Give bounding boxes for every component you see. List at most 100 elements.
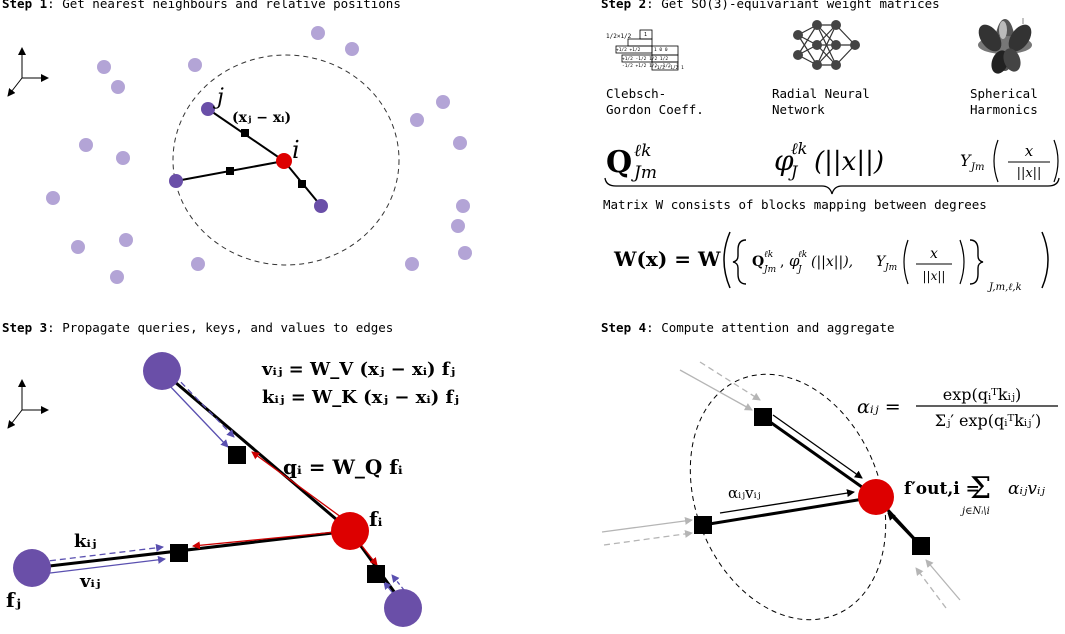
spherical-harmonics-icon	[978, 18, 1032, 74]
step1-edge-nodes	[226, 129, 306, 188]
cg-table-text: +1/2 -1/2 1/2 1/2	[622, 56, 668, 62]
grouping-brace	[604, 177, 1060, 195]
edge-node	[226, 167, 234, 175]
step4-title: : Compute attention and aggregate	[646, 320, 894, 335]
axes-icon	[7, 379, 49, 429]
svg-text:J: J	[796, 265, 803, 275]
step4-label: Step 4	[601, 320, 646, 335]
neighbour-point	[116, 151, 130, 165]
incoming-arrow	[603, 529, 693, 546]
step3-panel: Step 3: Propagate queries, keys, and val…	[2, 320, 459, 627]
step2-heading: Step 2: Get SO(3)-equivariant weight mat…	[601, 0, 940, 11]
edge-node	[241, 129, 249, 137]
center-node-i	[331, 512, 369, 550]
w-formula-subscript: J,m,ℓ,k	[987, 282, 1022, 293]
neighbour-point	[345, 42, 359, 56]
neighbour-node	[384, 589, 422, 627]
relative-position-label: (xⱼ − xᵢ)	[232, 110, 291, 126]
step1-heading: Step 1: Get nearest neighbours and relat…	[2, 0, 401, 11]
svg-text:,: ,	[780, 254, 784, 270]
step4-edges	[702, 415, 923, 548]
step2-label: Step 2	[601, 0, 646, 11]
edge-line	[762, 415, 877, 499]
step3-label: Step 3	[2, 320, 47, 335]
edge-line	[31, 529, 351, 570]
neighbour-point	[451, 219, 465, 233]
neighbour-node-j	[201, 102, 215, 116]
neighbour-point	[110, 270, 124, 284]
cg-table-text: 1 0 0	[654, 47, 668, 53]
value-edge-label: vᵢⱼ	[79, 571, 100, 592]
nn-symbol: φ	[774, 144, 794, 177]
step2-panel: Step 2: Get SO(3)-equivariant weight mat…	[601, 0, 1060, 293]
cg-table-text: 1	[644, 32, 647, 38]
neighbour-point	[97, 60, 111, 74]
edge-node	[170, 544, 188, 562]
svg-text:Jm: Jm	[762, 265, 776, 275]
query-arrow	[192, 531, 337, 550]
edge-node	[298, 180, 306, 188]
svg-text:φ: φ	[789, 252, 800, 270]
cg-superscript: ℓk	[634, 141, 651, 161]
key-arrow	[39, 543, 164, 563]
nn-argument: (||x||)	[814, 147, 884, 177]
cg-label-line2: Gordon Coeff.	[606, 102, 704, 117]
axes-icon	[7, 47, 49, 97]
neighbour-node	[314, 199, 328, 213]
svg-text:Jm: Jm	[883, 263, 897, 273]
neighbour-point	[453, 136, 467, 150]
cg-formula: Q ℓk Jm	[606, 141, 657, 183]
fj-label: fⱼ	[6, 588, 21, 612]
step2-caption: Matrix W consists of blocks mapping betw…	[603, 197, 987, 212]
attention-formula: αᵢⱼ = exp(qᵢᵀkᵢⱼ) Σⱼ′ exp(qᵢᵀkᵢⱼ′)	[857, 385, 1058, 430]
attention-denominator: Σⱼ′ exp(qᵢᵀkᵢⱼ′)	[935, 411, 1041, 430]
neighbour-point	[188, 58, 202, 72]
neighbour-point	[458, 246, 472, 260]
neighbour-point	[456, 199, 470, 213]
fi-label: fᵢ	[369, 507, 383, 531]
message-arrow	[887, 512, 915, 541]
step4-panel: Step 4: Compute attention and aggregate …	[601, 320, 1058, 621]
w-formula-lhs: W(x) = W	[613, 247, 721, 271]
aggregation-lhs: f′out,i =	[904, 479, 980, 499]
neighbour-point	[191, 257, 205, 271]
nn-superscript: ℓk	[791, 139, 807, 158]
node-i-label: i	[292, 136, 300, 164]
neighbour-point	[119, 233, 133, 247]
query-arrow	[361, 545, 378, 566]
aggregation-sum-subscript: j∈Nᵢ\i	[960, 506, 990, 517]
attention-numerator: exp(qᵢᵀkᵢⱼ)	[943, 385, 1022, 404]
message-arrow	[772, 414, 863, 479]
svg-text:Y: Y	[876, 254, 887, 270]
neighbour-point	[111, 80, 125, 94]
key-arrow	[173, 374, 235, 438]
nn-formula: φ ℓk J (||x||)	[774, 139, 884, 181]
key-arrow	[391, 574, 405, 591]
value-arrow	[167, 383, 229, 448]
svg-text:(||x||),: (||x||),	[811, 254, 853, 270]
message-edge-label: αᵢⱼvᵢⱼ	[728, 484, 761, 502]
nn-subscript: J	[788, 162, 799, 181]
neighbour-node-j	[13, 549, 51, 587]
step2-title: : Get SO(3)-equivariant weight matrices	[646, 0, 940, 11]
sh-symbol: Y	[960, 151, 972, 170]
svg-text:x: x	[930, 246, 938, 262]
incoming-arrow	[679, 369, 753, 411]
value-equation: vᵢⱼ = W_V (xⱼ − xᵢ) fⱼ	[261, 359, 455, 380]
incoming-arrow	[601, 516, 693, 533]
aggregation-sum-symbol: Σ	[970, 471, 991, 506]
incoming-arrow	[699, 361, 761, 401]
aggregation-rhs: αᵢⱼvᵢⱼ	[1008, 479, 1045, 499]
svg-text:Q: Q	[752, 254, 764, 270]
query-equation: qᵢ = W_Q fᵢ	[283, 455, 403, 479]
value-arrow	[41, 555, 166, 575]
neural-network-icon	[793, 20, 860, 70]
sh-denominator: ||x||	[1017, 166, 1042, 181]
step4-message-arrows	[719, 414, 915, 541]
edge-node	[367, 565, 385, 583]
step3-title: : Propagate queries, keys, and values to…	[47, 320, 393, 335]
step1-title: : Get nearest neighbours and relative po…	[47, 0, 401, 11]
svg-text:ℓk: ℓk	[764, 250, 773, 260]
neighbour-point	[410, 113, 424, 127]
incoming-arrow	[925, 559, 961, 601]
